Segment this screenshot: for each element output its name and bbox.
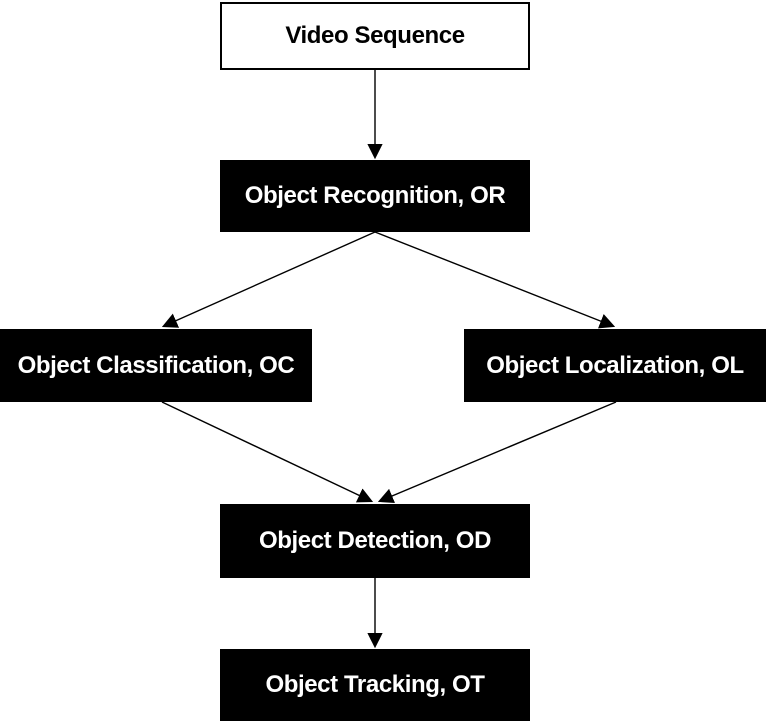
node-object-recognition: Object Recognition, OR [220, 160, 530, 232]
node-object-detection-label: Object Detection, OD [258, 527, 492, 554]
node-object-tracking: Object Tracking, OT [220, 649, 530, 721]
node-object-detection: Object Detection, OD [220, 504, 530, 578]
node-object-classification-label: Object Classification, OC [17, 351, 295, 379]
node-object-localization: Object Localization, OL [464, 329, 766, 402]
node-object-classification: Object Classification, OC [0, 329, 312, 402]
node-video-sequence: Video Sequence [220, 2, 530, 70]
node-object-localization-label: Object Localization, OL [486, 351, 744, 379]
node-video-sequence-label: Video Sequence [285, 22, 465, 49]
arrow-localization-to-detection [377, 401, 617, 504]
node-object-recognition-label: Object Recognition, OR [244, 182, 506, 209]
arrow-classification-to-detection [161, 401, 374, 503]
node-object-tracking-label: Object Tracking, OT [265, 671, 485, 698]
arrow-recognition-to-classification [161, 231, 376, 328]
arrow-recognition-to-localization [374, 231, 616, 329]
